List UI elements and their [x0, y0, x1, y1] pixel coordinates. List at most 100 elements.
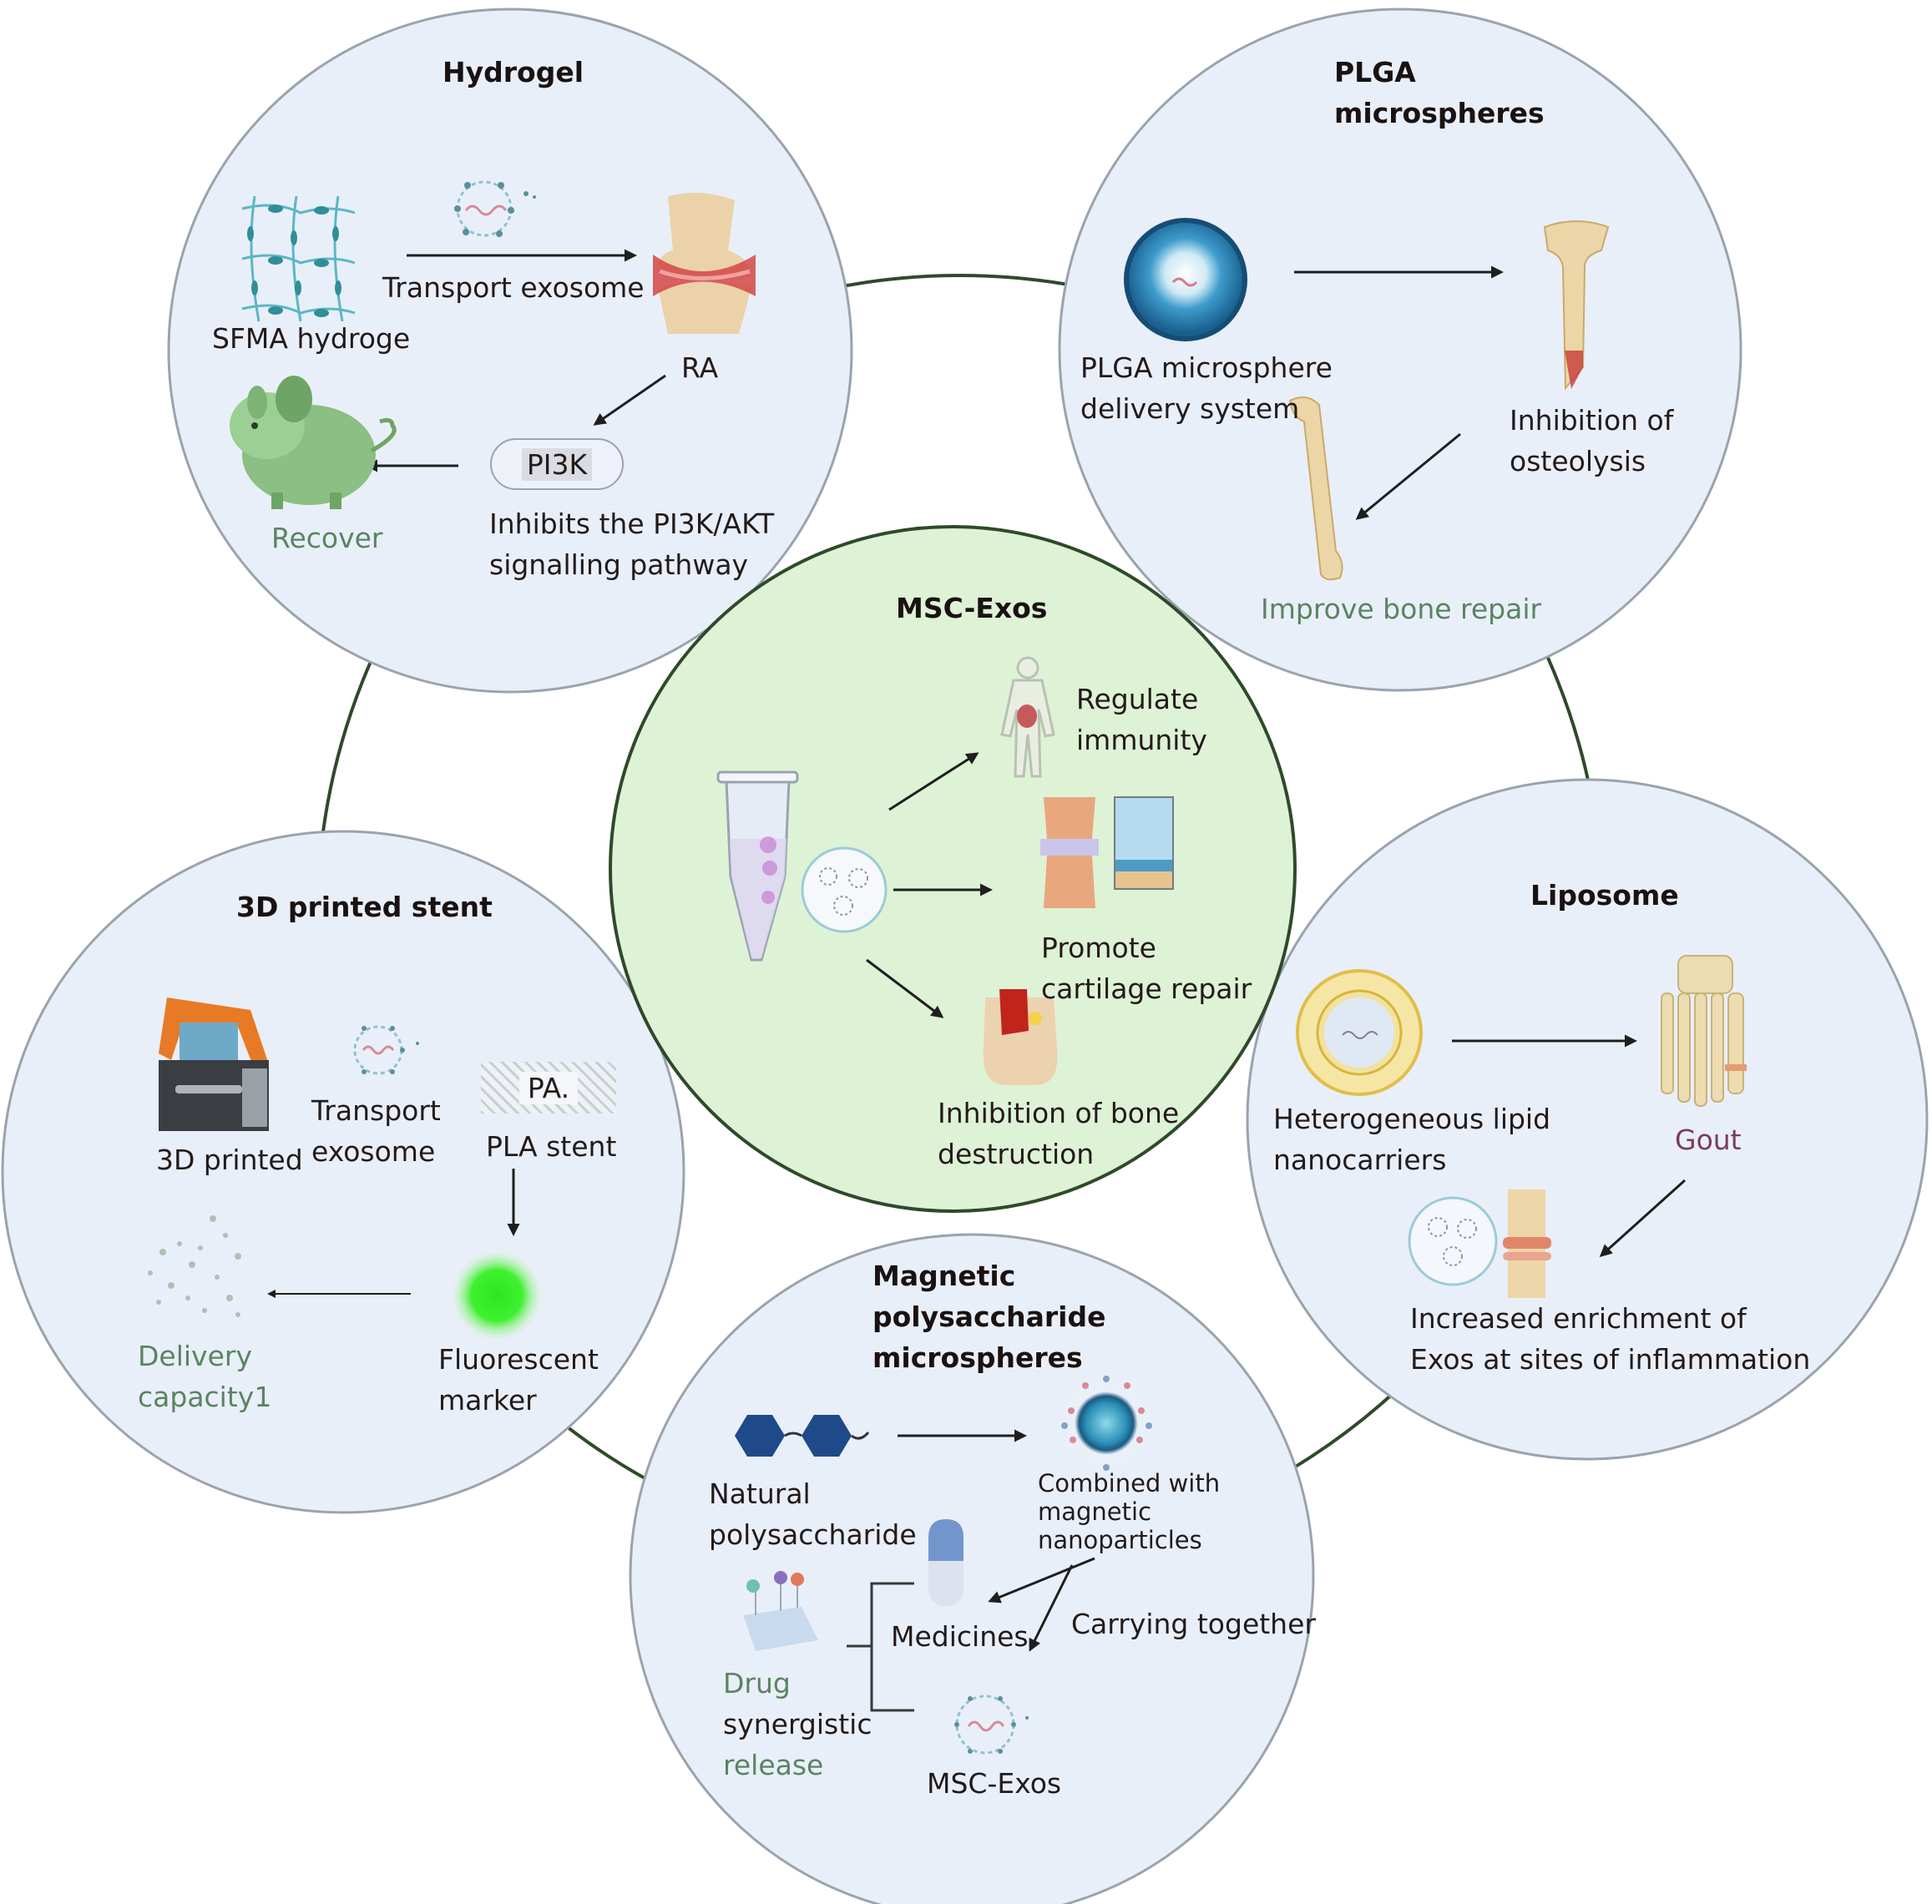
- 3d-printer-icon: [159, 997, 269, 1131]
- marker-line-1: Fluorescent: [438, 1343, 599, 1376]
- carrier-line-2: nanocarriers: [1273, 1144, 1447, 1176]
- msc-exos-label: MSC-Exos: [927, 1767, 1062, 1800]
- bone-destruction-line-2: destruction: [938, 1138, 1095, 1170]
- bone-repair-label: Improve bone repair: [1261, 593, 1542, 625]
- delivery-cluster-icon: [148, 1215, 241, 1317]
- magnetic-title-line-2: polysaccharide: [872, 1300, 1106, 1333]
- exos-enrichment-icon: [1408, 1189, 1551, 1298]
- capsule-icon: [928, 1519, 963, 1606]
- magnetic-title: Magnetic polysaccharide microspheres: [872, 1255, 1106, 1378]
- lipid-nanocarrier-label: Heterogeneous lipid nanocarriers: [1273, 1098, 1550, 1180]
- osteolysis-bone-icon: [1543, 220, 1610, 391]
- pla-stent-label: PLA stent: [486, 1130, 617, 1163]
- arrow-to-immunity: [888, 752, 979, 811]
- osteolysis-line-2: osteolysis: [1510, 445, 1646, 477]
- natural-polysaccharide-label: Natural polysaccharide: [709, 1473, 917, 1555]
- pi3k-label: PI3K: [521, 447, 593, 481]
- carrying-together-label: Carrying together: [1071, 1608, 1316, 1640]
- enrichment-label: Increased enrichment of Exos at sites of…: [1410, 1298, 1810, 1380]
- delivery-capacity-label: Delivery capacity1: [138, 1336, 271, 1417]
- marker-line-2: marker: [438, 1384, 537, 1417]
- release-line-3: release: [723, 1749, 824, 1781]
- release-line-2: synergistic: [723, 1708, 872, 1740]
- bone-destruction-line-1: Inhibition of bone: [938, 1097, 1180, 1129]
- combined-nanoparticles-label: Combined with magnetic nanoparticles: [1038, 1469, 1220, 1554]
- immunity-label: Regulate immunity: [1076, 679, 1207, 760]
- liposome-title: Liposome: [1530, 879, 1679, 912]
- magnetic-title-line-3: microspheres: [872, 1341, 1083, 1374]
- cartilage-line-1: Promote: [1041, 932, 1156, 964]
- transport-exosome-label: Transport exosome: [382, 271, 645, 304]
- mouse-icon: [230, 376, 397, 509]
- centrifuge-tube-icon: [716, 770, 799, 962]
- plga-panel: [1058, 8, 1742, 692]
- exosome-icon: [353, 1025, 419, 1075]
- printed-transport-line-1: Transport: [311, 1094, 441, 1127]
- printed-transport-label: Transport exosome: [311, 1090, 441, 1172]
- polysaccharide-line-1: Natural: [709, 1477, 811, 1510]
- recover-label: Recover: [271, 522, 383, 554]
- immunity-line-2: immunity: [1076, 724, 1207, 756]
- bone-destruction-icon: [983, 989, 1058, 1085]
- magnetic-nanoparticle-icon: [1061, 1376, 1152, 1471]
- pi3k-box: PI3K: [490, 438, 624, 490]
- arrow-carrying-together: [1029, 1564, 1074, 1652]
- gout-label: Gout: [1675, 1124, 1742, 1156]
- knee-cartilage-icon: [1040, 796, 1174, 908]
- plga-microsphere-icon: [1124, 218, 1247, 341]
- medicines-label: Medicines: [891, 1620, 1029, 1653]
- pa-label: PA.: [518, 1071, 579, 1104]
- drug-release-label: Drug synergistic release: [723, 1663, 872, 1785]
- msc-exos-panel: [609, 525, 1297, 1213]
- bone-destruction-label: Inhibition of bone destruction: [938, 1093, 1179, 1174]
- msc-exos-title: MSC-Exos: [896, 592, 1048, 624]
- arrow-to-bone: [866, 958, 944, 1018]
- plga-title-line-2: microspheres: [1334, 97, 1545, 129]
- combined-line-1: Combined with: [1038, 1469, 1221, 1497]
- exosome-icon: [954, 1694, 1029, 1755]
- arrow-osteolysis-to-repair: [1355, 432, 1461, 520]
- foot-bones-icon: [1661, 955, 1747, 1107]
- printed-stent-title: 3D printed stent: [236, 891, 493, 923]
- polysaccharide-icon: [735, 1415, 870, 1457]
- plga-system-line-1: PLGA microsphere: [1080, 351, 1333, 384]
- enrichment-line-2: Exos at sites of inflammation: [1410, 1343, 1811, 1376]
- release-line-1: Drug: [723, 1667, 791, 1699]
- plga-title-line-1: PLGA: [1334, 56, 1416, 88]
- polysaccharide-line-2: polysaccharide: [709, 1518, 917, 1551]
- fluorescent-marker-icon: [451, 1250, 543, 1341]
- combined-line-3: nanoparticles: [1038, 1526, 1202, 1554]
- delivery-line-1: Delivery: [138, 1340, 252, 1372]
- drug-release-icon: [743, 1571, 818, 1651]
- enrichment-line-1: Increased enrichment of: [1410, 1302, 1747, 1335]
- combined-line-2: magnetic: [1038, 1497, 1152, 1526]
- fluorescent-marker-label: Fluorescent marker: [438, 1339, 599, 1421]
- osteolysis-line-1: Inhibition of: [1510, 404, 1674, 437]
- sfma-hydrogel-label: SFMA hydroge: [212, 322, 411, 355]
- pathway-line-1: Inhibits the PI3K/AKT: [489, 508, 775, 540]
- exosome-magnifier-icon: [801, 846, 888, 933]
- ra-joint-icon: [653, 193, 756, 334]
- magnetic-title-line-1: Magnetic: [872, 1260, 1016, 1292]
- human-body-icon: [1000, 656, 1055, 778]
- immunity-line-1: Regulate: [1076, 683, 1199, 715]
- cartilage-line-2: cartilage repair: [1041, 972, 1252, 1005]
- pla-stent-icon: PA.: [481, 1062, 616, 1114]
- printed-transport-line-2: exosome: [311, 1135, 436, 1168]
- liposome-panel: [1246, 778, 1929, 1461]
- lipid-nanocarrier-icon: [1296, 969, 1423, 1096]
- hydrogel-panel: [167, 8, 853, 694]
- carrier-line-1: Heterogeneous lipid: [1273, 1103, 1551, 1135]
- pathway-description: Inhibits the PI3K/AKT signalling pathway: [489, 503, 774, 585]
- plga-title: PLGA microspheres: [1334, 52, 1545, 134]
- arrow-ra-to-pi3k: [593, 374, 666, 426]
- ra-label: RA: [681, 351, 719, 384]
- pathway-line-2: signalling pathway: [489, 548, 749, 581]
- long-bone-icon: [1288, 396, 1343, 581]
- hydrogel-mesh-icon: [241, 195, 356, 322]
- arrow-to-medicines: [988, 1557, 1095, 1604]
- arrow-gout-to-enrichment: [1599, 1179, 1687, 1258]
- bracket-line: [847, 1582, 914, 1712]
